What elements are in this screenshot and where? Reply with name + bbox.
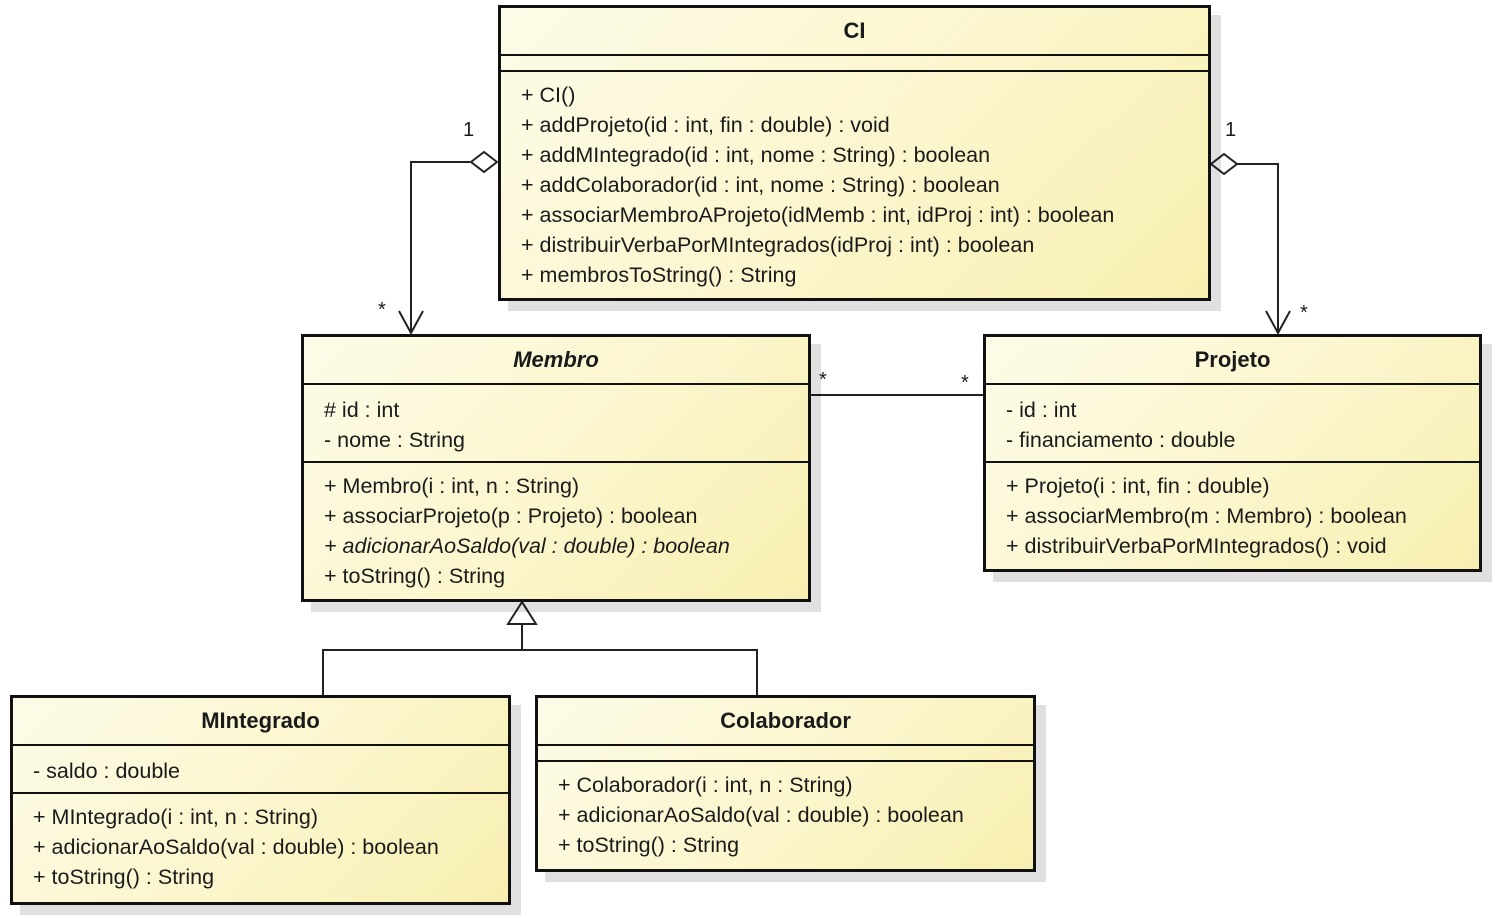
multiplicity-label: 1 [1225, 119, 1237, 141]
operation: + toString() : String [558, 833, 740, 857]
operation: + membrosToString() : String [521, 263, 797, 287]
class-projeto[interactable]: Projeto - id : int - financiamento : dou… [983, 334, 1482, 572]
attribute: - id : int [1006, 398, 1077, 422]
operations-section: + MIntegrado(i : int, n : String) + adic… [13, 794, 508, 892]
class-membro[interactable]: Membro # id : int - nome : String + Memb… [301, 334, 811, 602]
class-name: Colaborador [538, 698, 1033, 746]
attribute: - saldo : double [33, 759, 181, 783]
multiplicity-label: * [819, 369, 827, 391]
operation: + Membro(i : int, n : String) [324, 474, 580, 498]
operations-section: + Colaborador(i : int, n : String) + adi… [538, 762, 1033, 860]
arrow-head [1265, 310, 1291, 336]
multiplicity-label: * [961, 372, 969, 394]
operation: + MIntegrado(i : int, n : String) [33, 805, 319, 829]
class-name: Membro [304, 337, 808, 385]
attributes-section-empty [501, 56, 1208, 72]
aggregation-ci-projeto [1209, 152, 1291, 336]
operation: + associarMembroAProjeto(idMemb : int, i… [521, 203, 1115, 227]
aggregation-diamond [1209, 152, 1239, 176]
multiplicity-label: 1 [463, 119, 475, 141]
class-name: MIntegrado [13, 698, 508, 746]
attribute: - financiamento : double [1006, 428, 1236, 452]
attributes-section: # id : int - nome : String [304, 385, 808, 463]
arrow-head [398, 310, 424, 336]
operation: + adicionarAoSaldo(val : double) : boole… [558, 803, 964, 827]
operations-section: + Projeto(i : int, fin : double) + assoc… [986, 463, 1479, 561]
operation: + Colaborador(i : int, n : String) [558, 773, 853, 797]
multiplicity-label: * [378, 299, 386, 321]
operation: + associarMembro(m : Membro) : boolean [1006, 504, 1407, 528]
attributes-section: - id : int - financiamento : double [986, 385, 1479, 463]
class-mintegrado[interactable]: MIntegrado - saldo : double + MIntegrado… [10, 695, 511, 905]
operation: + distribuirVerbaPorMIntegrados(idProj :… [521, 233, 1035, 257]
aggregation-diamond [469, 150, 499, 174]
operations-section: + Membro(i : int, n : String) + associar… [304, 463, 808, 591]
operation: + distribuirVerbaPorMIntegrados() : void [1006, 534, 1387, 558]
operation: + addProjeto(id : int, fin : double) : v… [521, 113, 890, 137]
operation: + toString() : String [33, 865, 215, 889]
operations-section: + CI() + addProjeto(id : int, fin : doub… [501, 72, 1208, 290]
attributes-section-empty [538, 746, 1033, 762]
operation: + adicionarAoSaldo(val : double) : boole… [33, 835, 439, 859]
operation: + toString() : String [324, 564, 506, 588]
class-ci[interactable]: CI + CI() + addProjeto(id : int, fin : d… [498, 5, 1211, 301]
operation: + addMIntegrado(id : int, nome : String)… [521, 143, 991, 167]
operation: + Projeto(i : int, fin : double) [1006, 474, 1270, 498]
class-name: Projeto [986, 337, 1479, 385]
attribute: - nome : String [324, 428, 465, 452]
multiplicity-label: * [1300, 302, 1308, 324]
operation: + CI() [521, 83, 576, 107]
class-colaborador[interactable]: Colaborador + Colaborador(i : int, n : S… [535, 695, 1036, 872]
aggregation-ci-membro [398, 150, 499, 336]
inheritance-triangle [506, 600, 538, 625]
operation: + addColaborador(id : int, nome : String… [521, 173, 1000, 197]
generalization-membro [322, 600, 758, 695]
abstract-operation: + adicionarAoSaldo(val : double) : boole… [324, 534, 730, 558]
class-name: CI [501, 8, 1208, 56]
operation: + associarProjeto(p : Projeto) : boolean [324, 504, 698, 528]
attributes-section: - saldo : double [13, 746, 508, 794]
attribute: # id : int [324, 398, 400, 422]
